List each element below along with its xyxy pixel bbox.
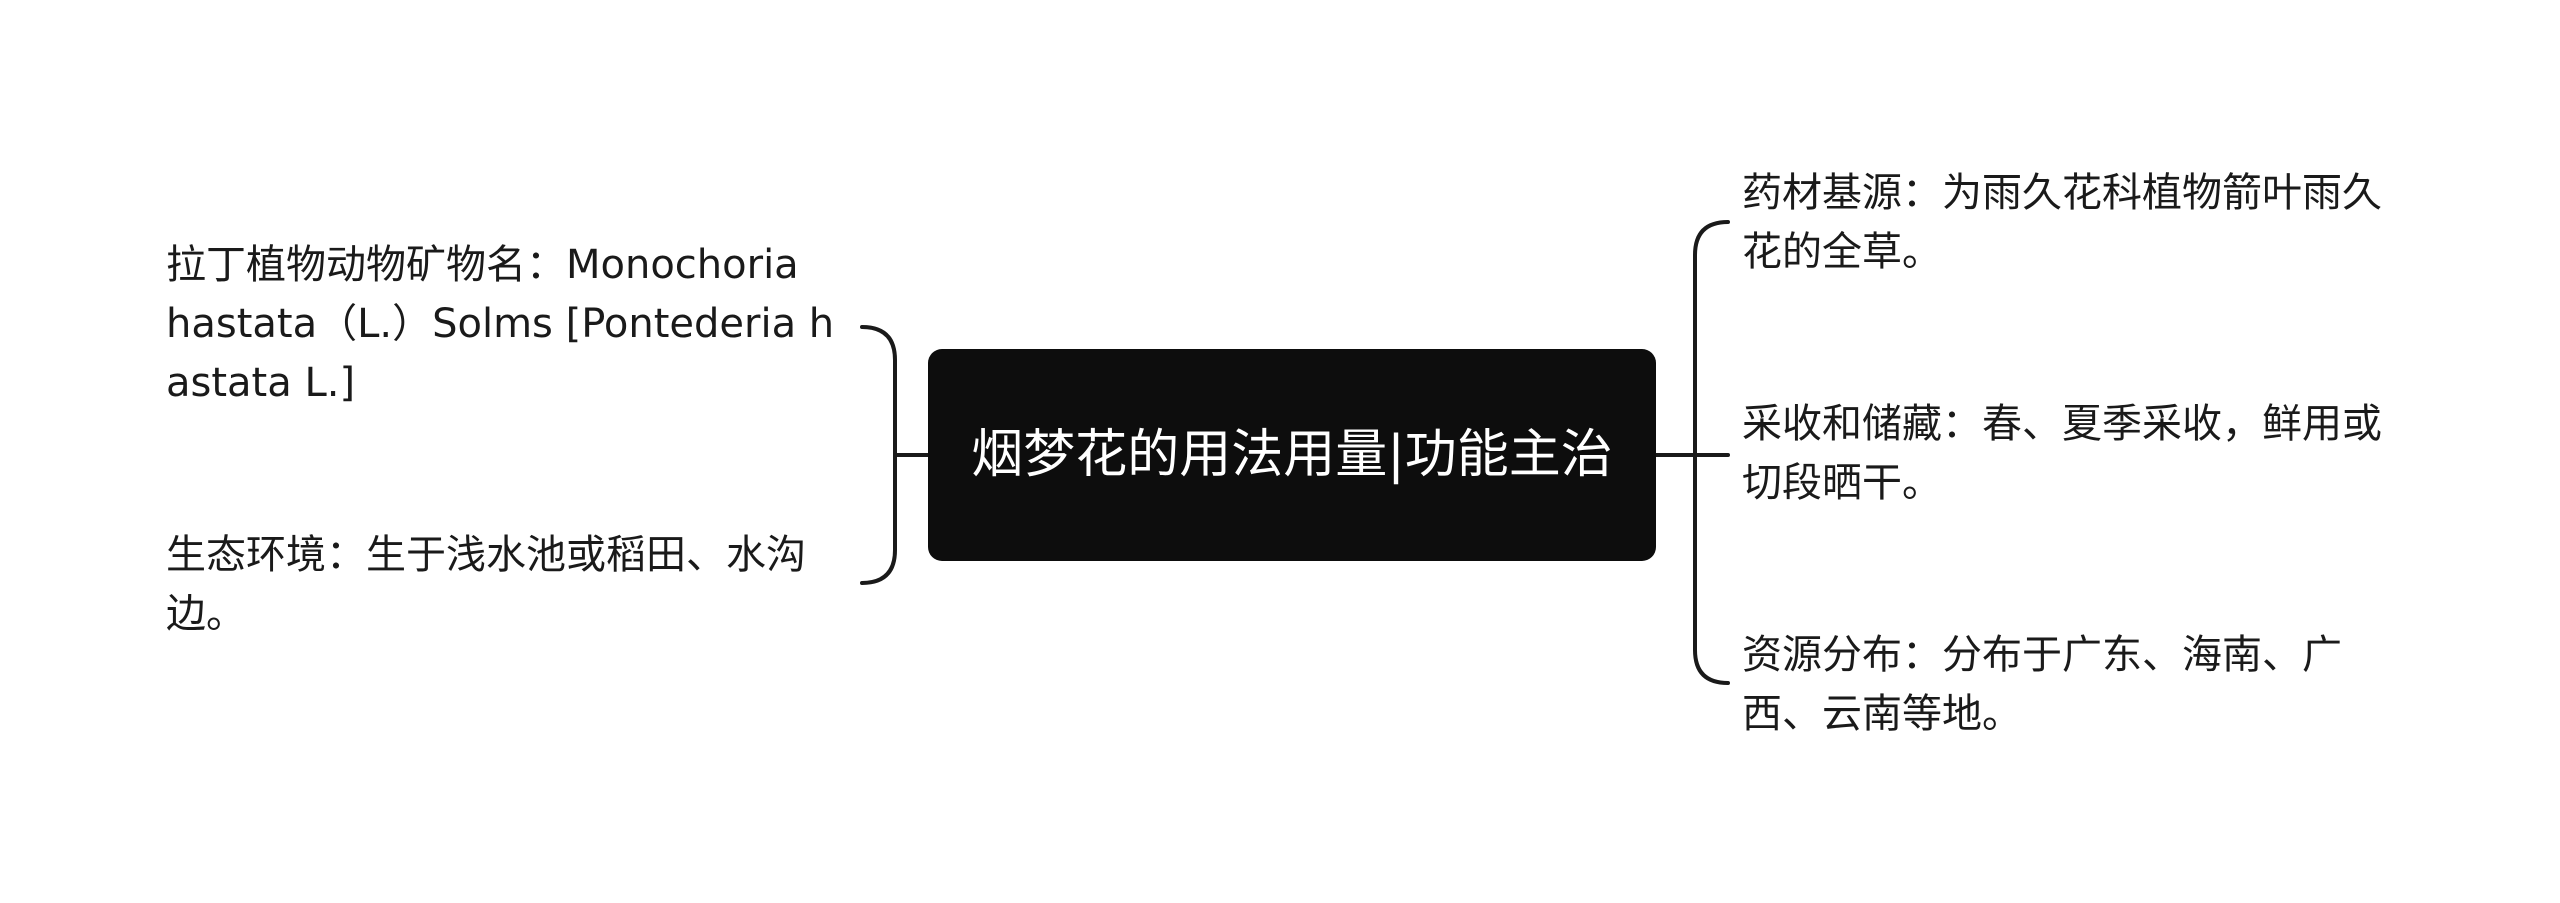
- right-bracket: [1693, 220, 1730, 685]
- left-bracket: [860, 325, 897, 585]
- topic-harvest-storage[interactable]: 采收和储藏：春、夏季采收，鲜用或切段晒干。: [1742, 401, 2382, 506]
- topic-source[interactable]: 药材基源：为雨久花科植物箭叶雨久花的全草。: [1742, 170, 2382, 275]
- central-topic-text: 烟梦花的用法用量|功能主治: [971, 425, 1613, 485]
- topic-habitat[interactable]: 生态环境：生于浅水池或稻田、水沟边。: [166, 532, 806, 637]
- topic-distribution[interactable]: 资源分布：分布于广东、海南、广西、云南等地。: [1742, 632, 2342, 737]
- central-topic-node[interactable]: 烟梦花的用法用量|功能主治: [928, 349, 1656, 561]
- topic-latin-name[interactable]: 拉丁植物动物矿物名：Monochoria hastata（L.）Solms [P…: [166, 242, 835, 406]
